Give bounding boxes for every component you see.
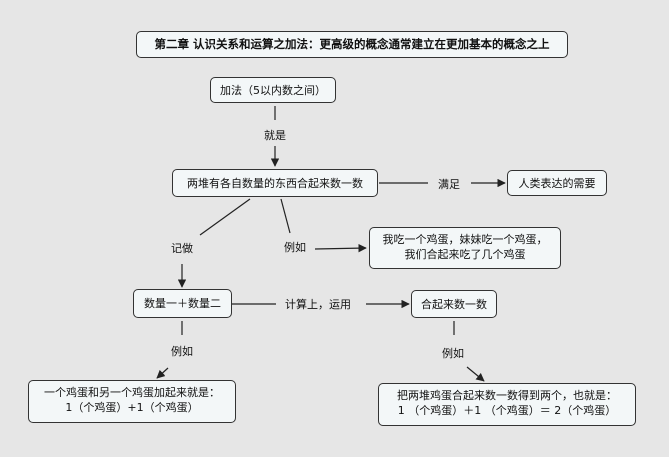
label-for-example-1: 例如 — [283, 239, 307, 255]
node-two-piles: 两堆有各自数量的东西合起来数一数 — [172, 169, 378, 197]
node-right-example: 把两堆鸡蛋合起来数一数得到两个，也就是： 1 （个鸡蛋）＋1 （个鸡蛋）＝ 2（… — [378, 383, 636, 426]
left-example-line-2: 1（个鸡蛋）+1（个鸡蛋） — [65, 401, 199, 414]
right-example-line-1: 把两堆鸡蛋合起来数一数得到两个，也就是： — [397, 389, 617, 402]
diagram-title: 第二章 认识关系和运算之加法：更高级的概念通常建立在更加基本的概念之上 — [136, 31, 568, 58]
node-example-eggs: 我吃一个鸡蛋，妹妹吃一个鸡蛋， 我们合起来吃了几个鸡蛋 — [369, 227, 561, 269]
right-example-line-2: 1 （个鸡蛋）＋1 （个鸡蛋）＝ 2（个鸡蛋） — [397, 404, 617, 417]
node-left-example: 一个鸡蛋和另一个鸡蛋加起来就是： 1（个鸡蛋）+1（个鸡蛋） — [28, 380, 236, 423]
connector-record-upper — [199, 198, 251, 236]
node-count-together: 合起来数一数 — [411, 290, 497, 318]
connector-example2-lower — [156, 367, 169, 379]
node-addition: 加法（5以内数之间） — [210, 77, 336, 103]
connector-example1-lower — [314, 243, 367, 253]
label-for-example-3: 例如 — [441, 345, 465, 361]
label-for-example-2: 例如 — [170, 343, 194, 359]
label-calc-use: 计算上，运用 — [284, 296, 352, 312]
connector-example3-lower — [466, 366, 485, 382]
left-example-line-1: 一个鸡蛋和另一个鸡蛋加起来就是： — [44, 386, 220, 399]
example-eggs-line-1: 我吃一个鸡蛋，妹妹吃一个鸡蛋， — [382, 233, 548, 246]
example-eggs-line-2: 我们合起来吃了几个鸡蛋 — [404, 248, 526, 261]
connector-example1-upper — [280, 198, 291, 234]
node-numbers-plus: 数量一＋数量二 — [133, 289, 232, 318]
label-satisfy: 满足 — [437, 176, 461, 192]
node-human-need: 人类表达的需要 — [507, 170, 607, 196]
label-is: 就是 — [263, 127, 287, 143]
label-record-as: 记做 — [170, 240, 194, 256]
